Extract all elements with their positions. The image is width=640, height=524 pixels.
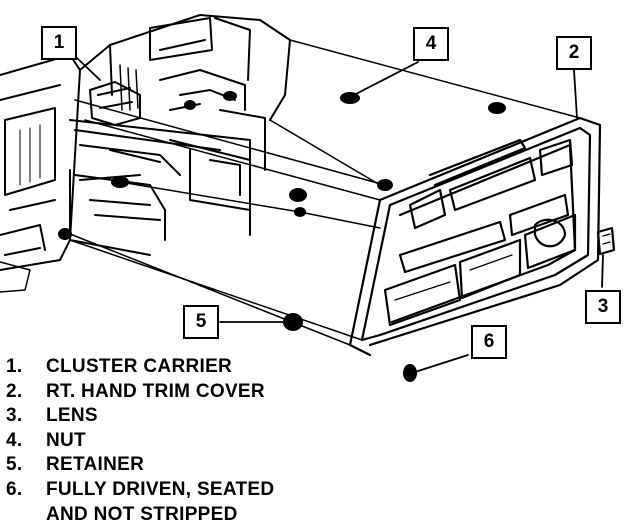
callout-4: 4 [413,27,449,61]
legend-text: NUT [46,429,86,451]
callout-2: 2 [556,36,592,70]
legend-number: 4. [6,429,23,451]
legend-number: 5. [6,454,23,476]
parts-legend: 1. CLUSTER CARRIER 2. RT. HAND TRIM COVE… [6,355,274,524]
legend-text: LENS [46,405,98,427]
callout-leaders [76,57,604,373]
legend-text: FULLY DRIVEN, SEATED AND NOT STRIPPED [46,478,275,524]
legend-number: 1. [6,356,23,377]
legend-item: 4. NUT [6,429,274,454]
rt-hand-trim-cover [348,116,616,357]
callout-3: 3 [585,290,621,324]
legend-number: 2. [6,380,23,402]
legend-item: 2. RT. HAND TRIM COVER [6,380,274,405]
callout-5: 5 [183,305,219,339]
callout-6: 6 [471,325,507,359]
explosion-lines [64,39,581,346]
legend-text: RETAINER [46,454,145,476]
legend-item: 5. RETAINER [6,453,274,478]
legend-number: 3. [6,405,23,427]
legend-item: 6. FULLY DRIVEN, SEATED AND NOT STRIPPED [6,478,274,524]
legend-item: 1. CLUSTER CARRIER [6,355,274,380]
legend-text: CLUSTER CARRIER [46,356,233,377]
callout-1: 1 [41,26,77,60]
legend-number: 6. [6,478,23,500]
fasteners [58,91,506,382]
legend-item: 3. LENS [6,404,274,429]
legend-text: RT. HAND TRIM COVER [46,380,265,402]
